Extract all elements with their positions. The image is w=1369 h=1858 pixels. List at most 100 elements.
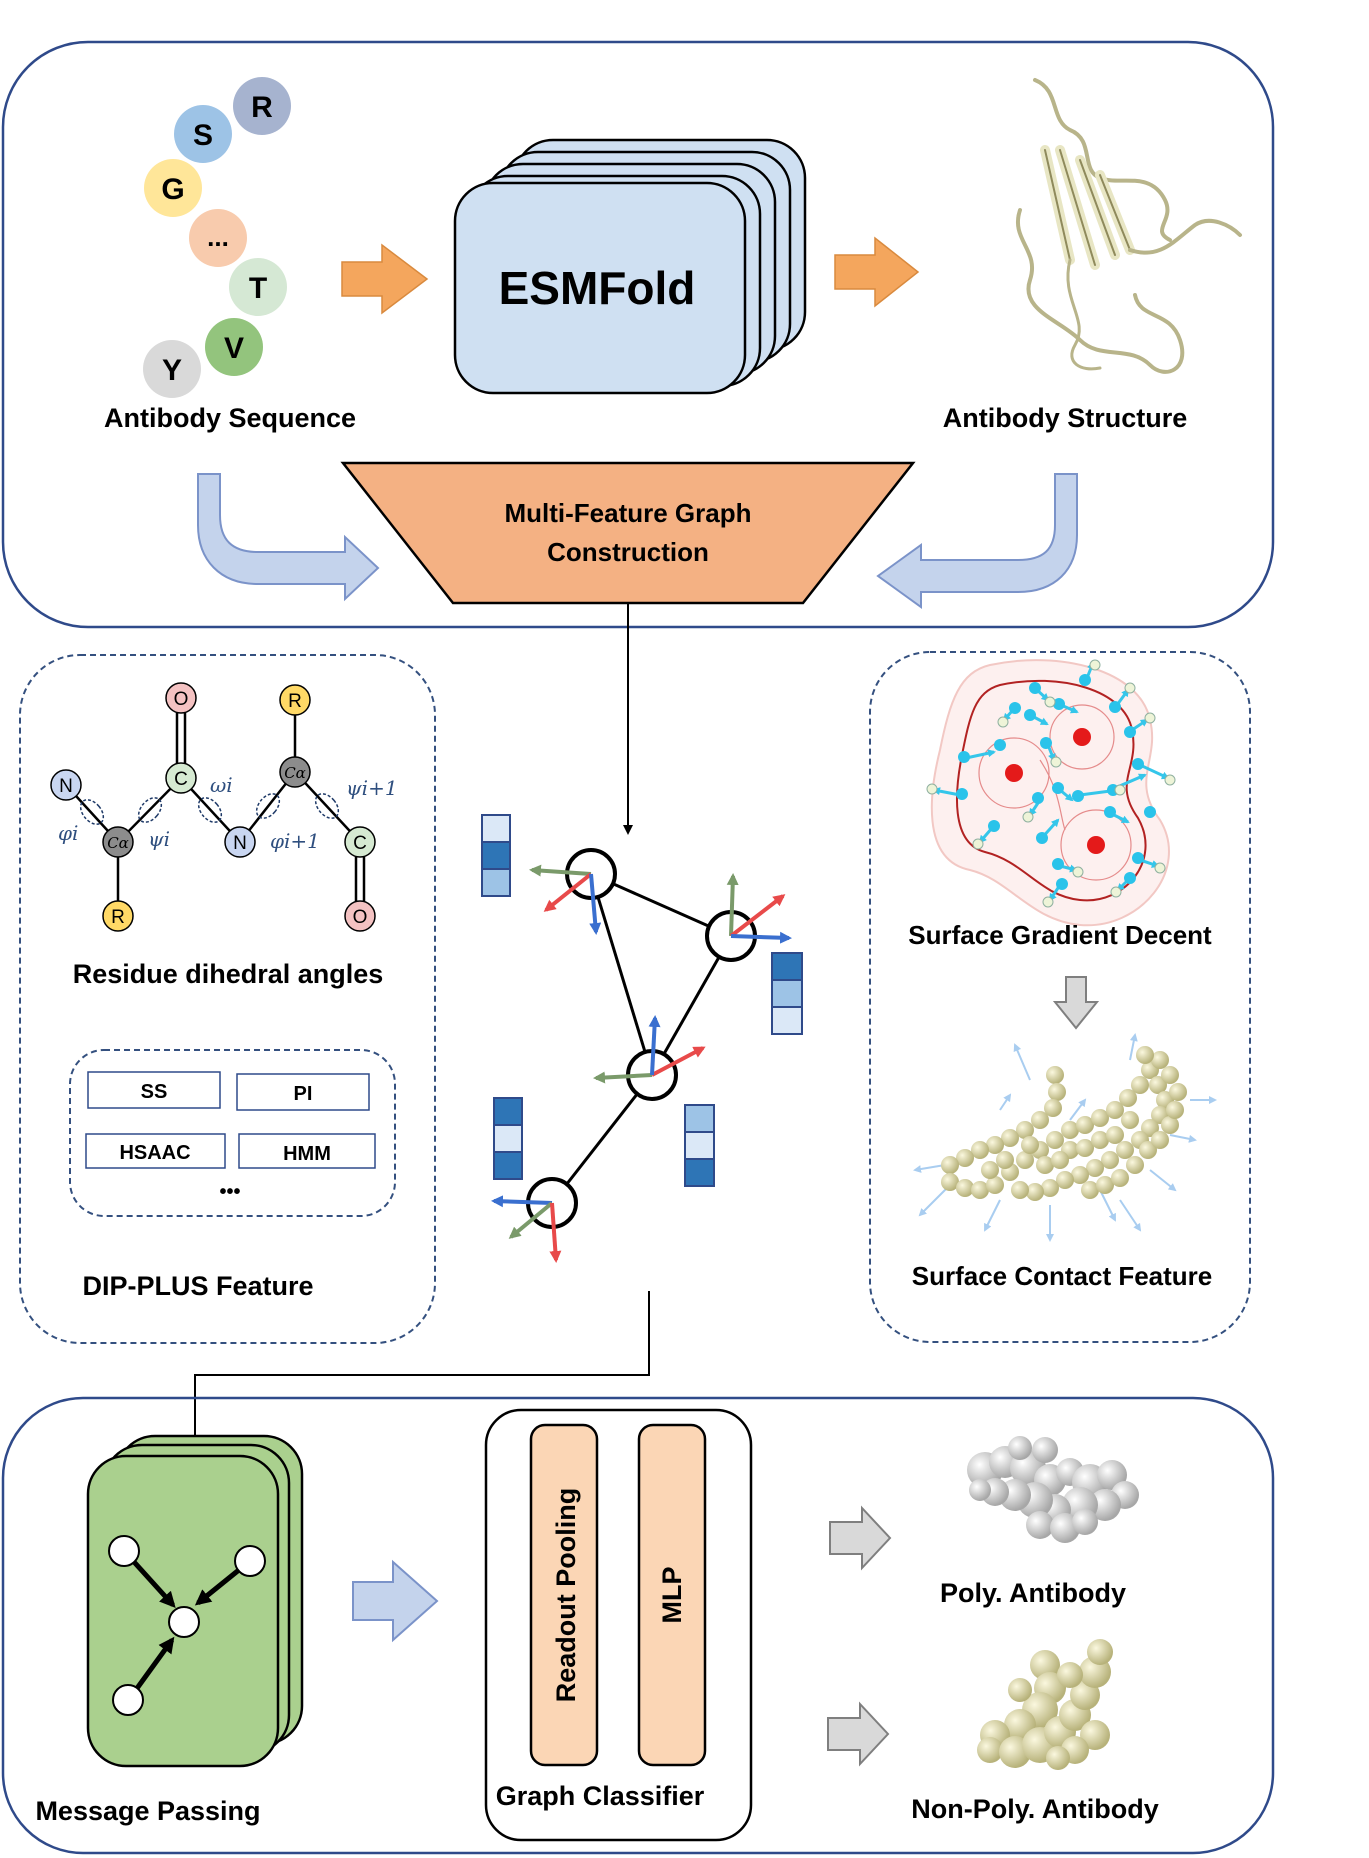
message-node <box>168 1606 200 1638</box>
bottom-panel <box>1 1396 1275 1855</box>
poly-antibody-label: Poly. Antibody <box>940 1578 1126 1608</box>
angle-phi-i: φi <box>58 821 78 845</box>
surface-core-point <box>1087 836 1105 854</box>
message-node <box>108 1535 140 1567</box>
surface-points-pale <box>926 659 1176 908</box>
graph-classifier-box <box>484 1408 753 1842</box>
feature-cell-pi <box>236 1073 370 1111</box>
surface-core-point <box>1073 728 1091 746</box>
top-panel <box>1 40 1275 629</box>
mlp-label: MLP <box>657 1567 687 1624</box>
node-feature-vector <box>684 1104 715 1187</box>
sequence-letters: R S G ... T V Y <box>143 77 291 398</box>
angle-psi-i: ψi <box>148 827 170 851</box>
contact-vectors <box>913 1033 1217 1242</box>
node-feature-vector <box>493 1097 523 1180</box>
surface-gradient-label: Surface Gradient Decent <box>908 920 1212 950</box>
atom-n-mid <box>224 826 256 858</box>
readout-pooling-box <box>529 1423 599 1767</box>
node-feature-vector <box>481 814 511 897</box>
surface-gradient-illustration <box>926 659 1176 927</box>
surface-core-point <box>1005 764 1023 782</box>
atom-n-mid-label: N <box>233 833 247 854</box>
residue-letter-r: R <box>251 91 273 124</box>
mlp-box <box>637 1423 707 1767</box>
residue-letter-s: S <box>193 119 213 152</box>
atom-r-left <box>102 900 134 932</box>
antibody-structure-ribbon <box>1016 78 1242 374</box>
atom-r-right <box>279 684 311 716</box>
message-passing-stack <box>86 1434 304 1768</box>
antibody-sequence-label: Antibody Sequence <box>104 403 356 433</box>
feature-label-hsaac: HSAAC <box>119 1142 190 1164</box>
atom-r-right-label: R <box>288 691 302 712</box>
rotation-arcs <box>79 793 340 825</box>
feature-cell-hmm <box>238 1133 376 1169</box>
feature-cell-hsaac <box>85 1133 226 1169</box>
nonpoly-antibody-surface <box>977 1639 1113 1770</box>
angle-phi-i1: φi+1 <box>270 829 320 853</box>
feature-more-dots: ••• <box>219 1181 240 1203</box>
blue-curved-arrow-left <box>197 473 380 602</box>
feature-label-ss: SS <box>141 1081 168 1103</box>
node-feature-vector <box>771 952 803 1035</box>
atom-ca-right-label: Cα <box>284 764 306 782</box>
message-node <box>234 1545 266 1577</box>
residue-letter-y: Y <box>162 354 182 387</box>
feature-label-hmm: HMM <box>283 1143 331 1165</box>
residue-letter-dots: ... <box>207 222 229 252</box>
esmfold-label: ESMFold <box>499 262 696 314</box>
gray-down-arrow <box>1052 976 1100 1030</box>
atom-o-left-label: O <box>174 689 189 710</box>
atom-c-right <box>344 826 376 858</box>
feature-label-pi: PI <box>294 1083 313 1105</box>
residue-circle-s <box>174 105 232 163</box>
dip-plus-label: DIP-PLUS Feature <box>82 1271 313 1301</box>
message-node <box>112 1684 144 1716</box>
atom-c-right-label: C <box>353 833 367 854</box>
residue-graph <box>481 814 803 1263</box>
message-passing-label: Message Passing <box>35 1796 260 1826</box>
backbone-bonds <box>65 700 366 916</box>
surface-feature-panel <box>869 651 1251 1343</box>
feature-cell-ss <box>87 1071 221 1109</box>
atom-o-right <box>344 900 376 932</box>
atom-c-left <box>165 762 197 794</box>
poly-antibody-surface <box>967 1436 1139 1543</box>
graph-classifier-label: Graph Classifier <box>496 1781 705 1811</box>
atom-ca-left <box>102 826 134 858</box>
atoms: N Cα C O R N Cα R C O <box>50 682 376 932</box>
connector-graph-to-message-passing <box>190 1291 650 1492</box>
orange-arrow-right <box>834 236 920 308</box>
blue-arrow-to-classifier <box>352 1559 439 1643</box>
atom-o-right-label: O <box>353 907 368 928</box>
surface-points <box>956 674 1156 890</box>
residue-letter-t: T <box>249 272 267 305</box>
surface-contact-illustration <box>913 1033 1217 1242</box>
gray-arrow-poly <box>829 1505 892 1571</box>
graph-construction-line1: Multi-Feature Graph <box>504 498 751 528</box>
residue-circle-r <box>233 77 291 135</box>
residue-circle-y <box>143 340 201 398</box>
atom-c-left-label: C <box>174 769 188 790</box>
nonpoly-antibody-label: Non-Poly. Antibody <box>911 1794 1158 1824</box>
dihedral-feature-panel <box>19 654 436 1344</box>
orange-arrow-left <box>341 243 429 315</box>
atom-ca-left-label: Cα <box>107 834 129 852</box>
residue-letter-g: G <box>161 173 184 206</box>
graph-edge <box>589 873 654 1076</box>
angle-psi-i1: ψi+1 <box>346 776 398 800</box>
atom-ca-right <box>279 756 311 788</box>
atom-n-left <box>50 769 82 801</box>
graph-construction-line2: Construction <box>547 537 709 567</box>
surface-contact-label: Surface Contact Feature <box>912 1261 1213 1291</box>
dip-feature-box <box>69 1049 396 1217</box>
atom-o-left <box>165 682 197 714</box>
message-passing-graph <box>108 1535 266 1716</box>
antibody-structure-label: Antibody Structure <box>943 403 1188 433</box>
dihedral-label: Residue dihedral angles <box>73 959 384 989</box>
residue-circle-g <box>144 159 202 217</box>
atom-r-left-label: R <box>111 907 125 928</box>
residue-circle-t <box>229 258 287 316</box>
